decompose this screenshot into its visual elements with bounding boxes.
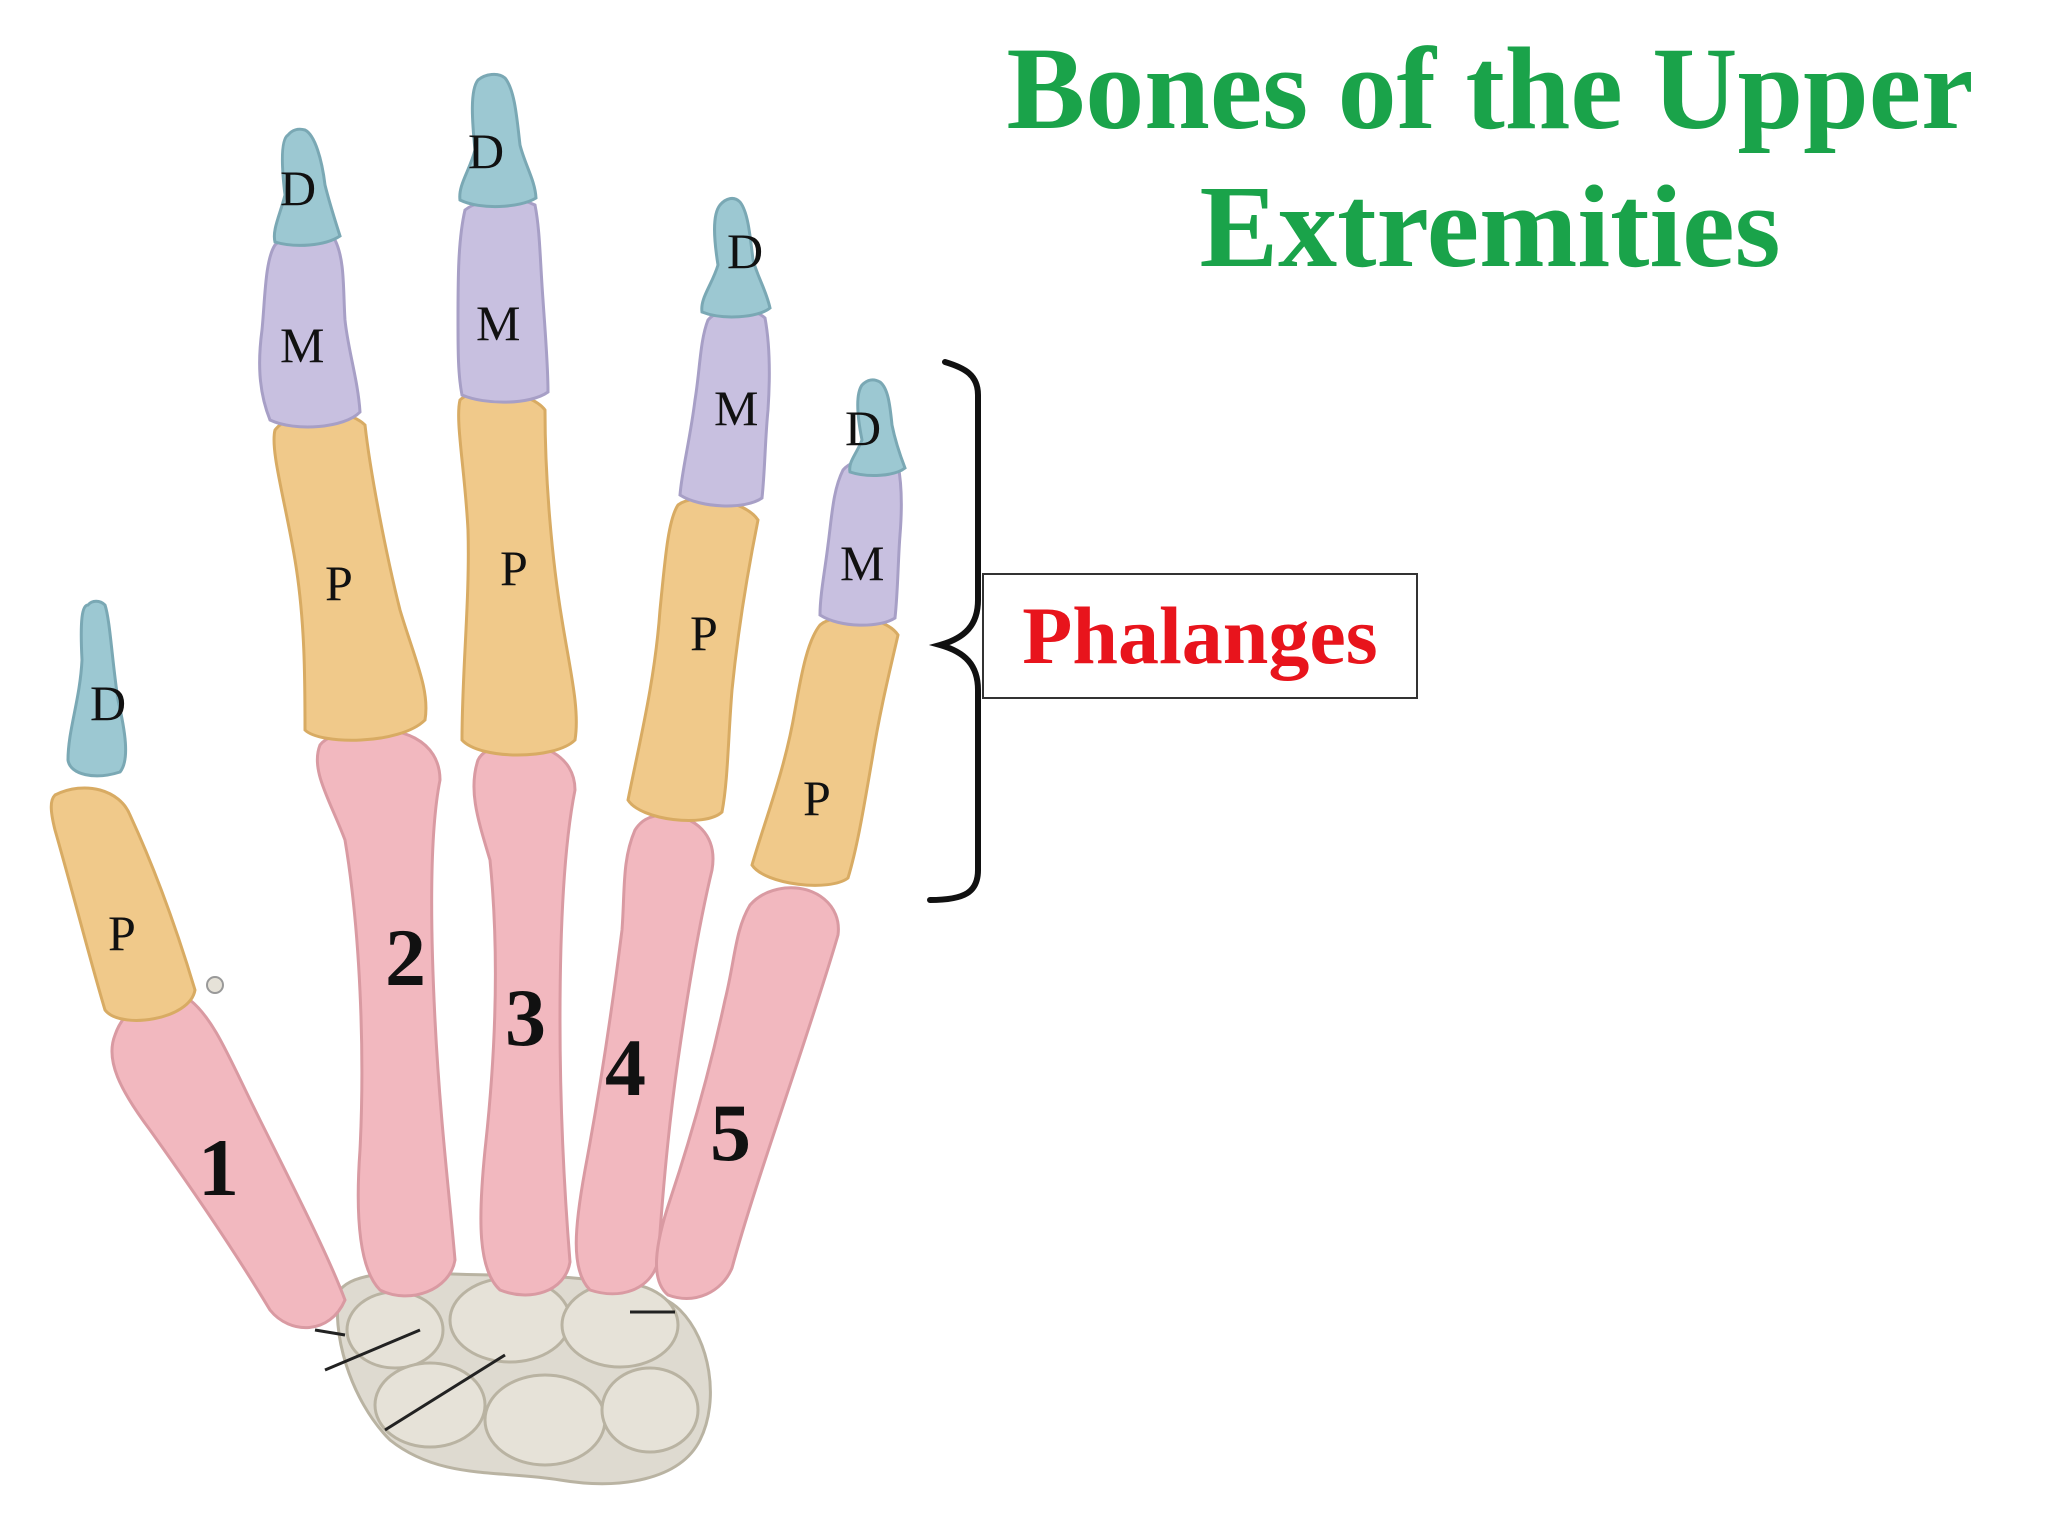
title-line-1: Bones of the Upper bbox=[1006, 23, 1974, 154]
middle-phalanx-3 bbox=[456, 197, 550, 404]
phalanges-bracket bbox=[927, 359, 981, 903]
proximal-phalanx-3 bbox=[457, 389, 578, 757]
digit-4-number: 4 bbox=[605, 1022, 646, 1113]
digit-3-proximal-label: P bbox=[500, 540, 528, 596]
distal-phalanx-1 bbox=[66, 599, 128, 778]
digit-5 bbox=[654, 378, 907, 1300]
digit-2-middle-label: M bbox=[280, 317, 324, 373]
digit-2-number: 2 bbox=[385, 912, 426, 1003]
metacarpal-1 bbox=[110, 993, 347, 1330]
digit-5-middle-label: M bbox=[840, 535, 884, 591]
digit-1-number: 1 bbox=[198, 1122, 239, 1213]
carpal-bones bbox=[314, 1271, 712, 1486]
digit-5-number: 5 bbox=[710, 1087, 751, 1178]
digit-3-distal-label: D bbox=[468, 123, 504, 179]
digit-1-distal-label: D bbox=[90, 675, 126, 731]
digit-3 bbox=[456, 72, 578, 1297]
digit-4-middle-label: M bbox=[714, 380, 758, 436]
title-line-2: Extremities bbox=[1199, 161, 1781, 292]
digit-2 bbox=[258, 127, 457, 1298]
digit-2-proximal-label: P bbox=[325, 555, 353, 611]
digit-4-proximal-label: P bbox=[690, 605, 718, 661]
distal-phalanx-5 bbox=[848, 378, 907, 477]
digit-4-distal-label: D bbox=[727, 223, 763, 279]
distal-phalanx-3 bbox=[458, 72, 538, 208]
digit-3-number: 3 bbox=[505, 972, 546, 1063]
proximal-phalanx-2 bbox=[272, 410, 428, 742]
digit-1 bbox=[49, 599, 347, 1330]
digit-5-proximal-label: P bbox=[803, 770, 831, 826]
digit-1-proximal-label: P bbox=[108, 905, 136, 961]
metacarpal-3 bbox=[472, 742, 577, 1297]
phalanges-callout: Phalanges bbox=[982, 573, 1418, 699]
middle-phalanx-4 bbox=[678, 307, 771, 508]
phalanges-label: Phalanges bbox=[1022, 590, 1378, 681]
digit-5-distal-label: D bbox=[845, 400, 881, 456]
digit-3-middle-label: M bbox=[476, 295, 520, 351]
distal-phalanx-4 bbox=[700, 196, 772, 319]
proximal-phalanx-1 bbox=[49, 786, 197, 1022]
metacarpal-2 bbox=[315, 727, 457, 1298]
metacarpal-5 bbox=[654, 886, 840, 1300]
distal-phalanx-2 bbox=[272, 127, 342, 247]
proximal-phalanx-5 bbox=[750, 615, 900, 887]
slide-title: Bones of the Upper Extremities bbox=[960, 20, 2020, 296]
digit-2-distal-label: D bbox=[280, 160, 316, 216]
digit-4 bbox=[574, 196, 772, 1296]
proximal-phalanx-4 bbox=[626, 497, 760, 823]
